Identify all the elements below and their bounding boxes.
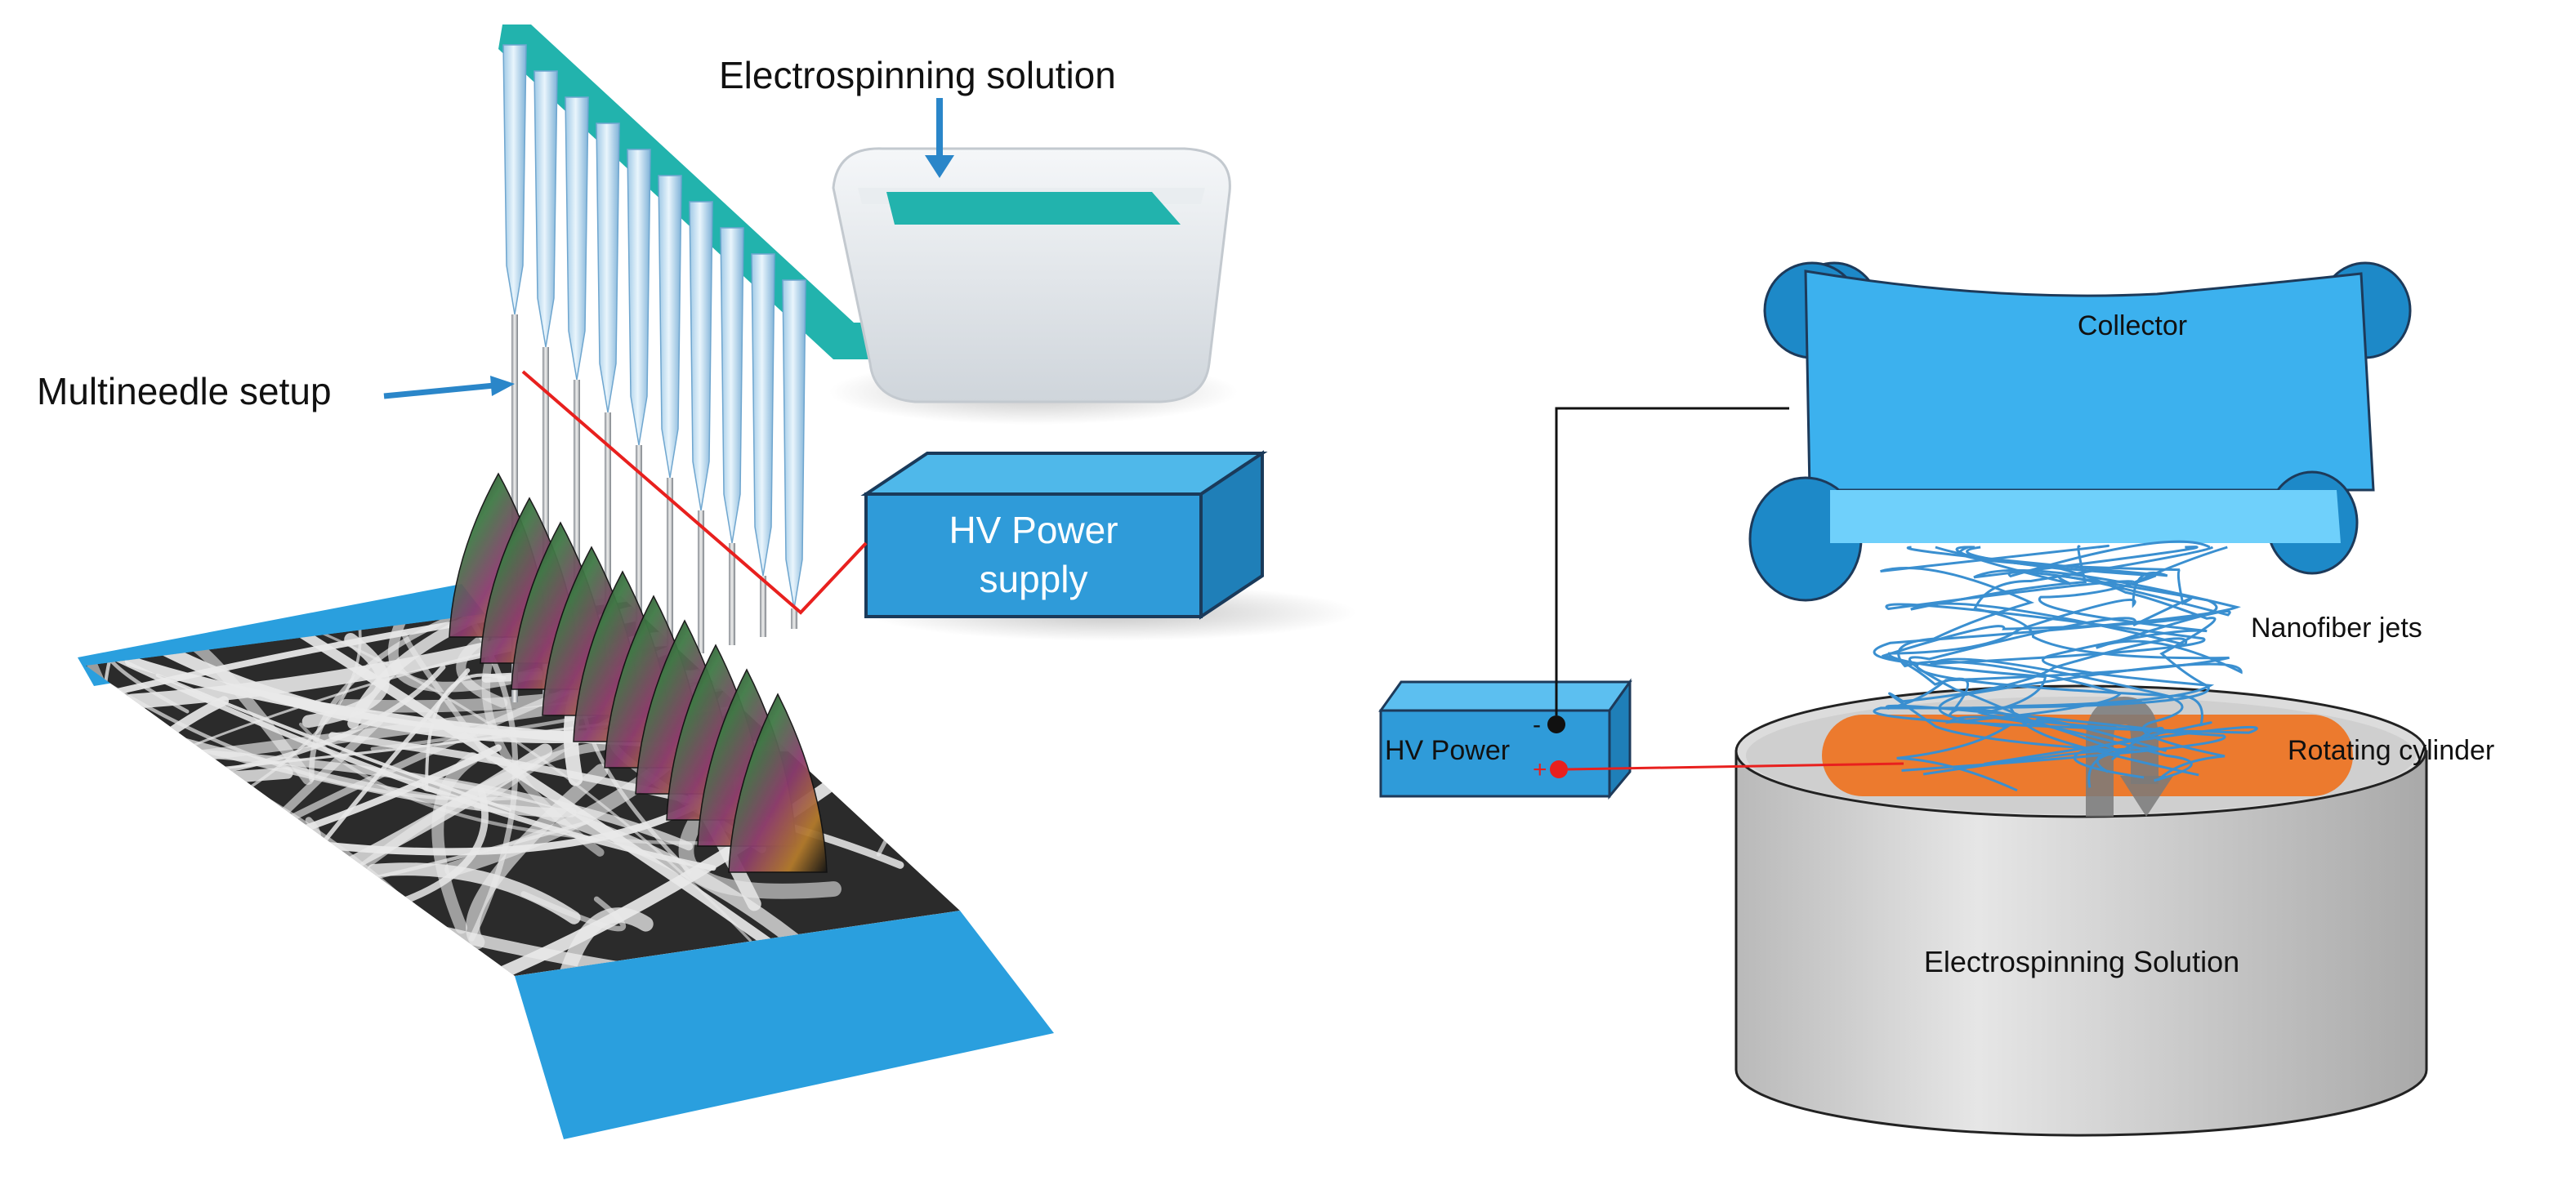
- electrospinning-solution-tank-label: Electrospinning Solution: [1924, 945, 2239, 978]
- nanofiber-jets-label: Nanofiber jets: [2251, 613, 2422, 644]
- left-panel: HV Power supply Electrospinning solution…: [37, 25, 1356, 1139]
- solution-manifold: [498, 25, 899, 359]
- hv-power-label-line1: HV Power: [949, 509, 1118, 551]
- needle: [627, 149, 651, 670]
- positive-terminal: [1550, 760, 1568, 778]
- nanofiber-jet: [1888, 545, 2188, 788]
- fiber-strand: [210, 845, 274, 910]
- needle: [658, 175, 682, 662]
- solution-surface: [886, 192, 1181, 225]
- fiber-strand: [387, 604, 543, 693]
- hv-wire: [521, 370, 868, 615]
- needle-arrow: [383, 376, 515, 399]
- needle: [565, 96, 589, 686]
- hv-power-right-label: HV Power: [1385, 735, 1510, 766]
- collector-label: Collector: [2078, 310, 2187, 341]
- nanofiber-jet: [1908, 546, 2193, 776]
- needle: [782, 279, 806, 629]
- nanofiber-jet: [1873, 546, 2241, 782]
- negative-terminal: [1547, 715, 1565, 733]
- electrospinning-solution-label: Electrospinning solution: [719, 54, 1116, 96]
- nanofiber-jet: [1935, 546, 2215, 777]
- collector-strip-bottom: [515, 911, 1054, 1139]
- right-panel: Collector HV Power - + Nanofiber jets Ro…: [1378, 261, 2494, 1137]
- taylor-cone: [728, 693, 828, 873]
- needle: [689, 201, 713, 653]
- fiber-strand: [124, 626, 629, 744]
- collector-belt: Collector: [1748, 261, 2412, 602]
- multineedle-setup-label: Multineedle setup: [37, 370, 332, 412]
- needle: [596, 123, 620, 678]
- hv-power-supply-box: HV Power supply: [860, 450, 1356, 641]
- nanofiber-jets: [1873, 540, 2258, 792]
- needle: [534, 70, 558, 694]
- hv-power-box-right: HV Power - +: [1378, 678, 1632, 800]
- solution-arrow: [925, 98, 954, 178]
- rotating-cylinder-label: Rotating cylinder: [2288, 735, 2494, 766]
- minus-sign: -: [1533, 711, 1541, 738]
- fiber-strand: [876, 698, 947, 857]
- fiber-strand: [169, 817, 321, 876]
- plus-sign: +: [1533, 756, 1547, 783]
- fiber-strand: [367, 862, 581, 924]
- needle: [720, 227, 744, 645]
- fiber-strand: [100, 679, 518, 801]
- nanofiber-jet: [1896, 546, 2243, 792]
- hv-power-label-line2: supply: [980, 558, 1088, 600]
- taylor-cones: [449, 472, 828, 873]
- needle: [751, 253, 775, 637]
- fiber-strand: [267, 871, 298, 976]
- solution-tray: [829, 147, 1238, 425]
- ground-wire: [1555, 407, 1789, 715]
- positive-wire: [1567, 762, 1904, 771]
- fiber-strand: [401, 631, 493, 762]
- fiber-strand: [118, 596, 215, 618]
